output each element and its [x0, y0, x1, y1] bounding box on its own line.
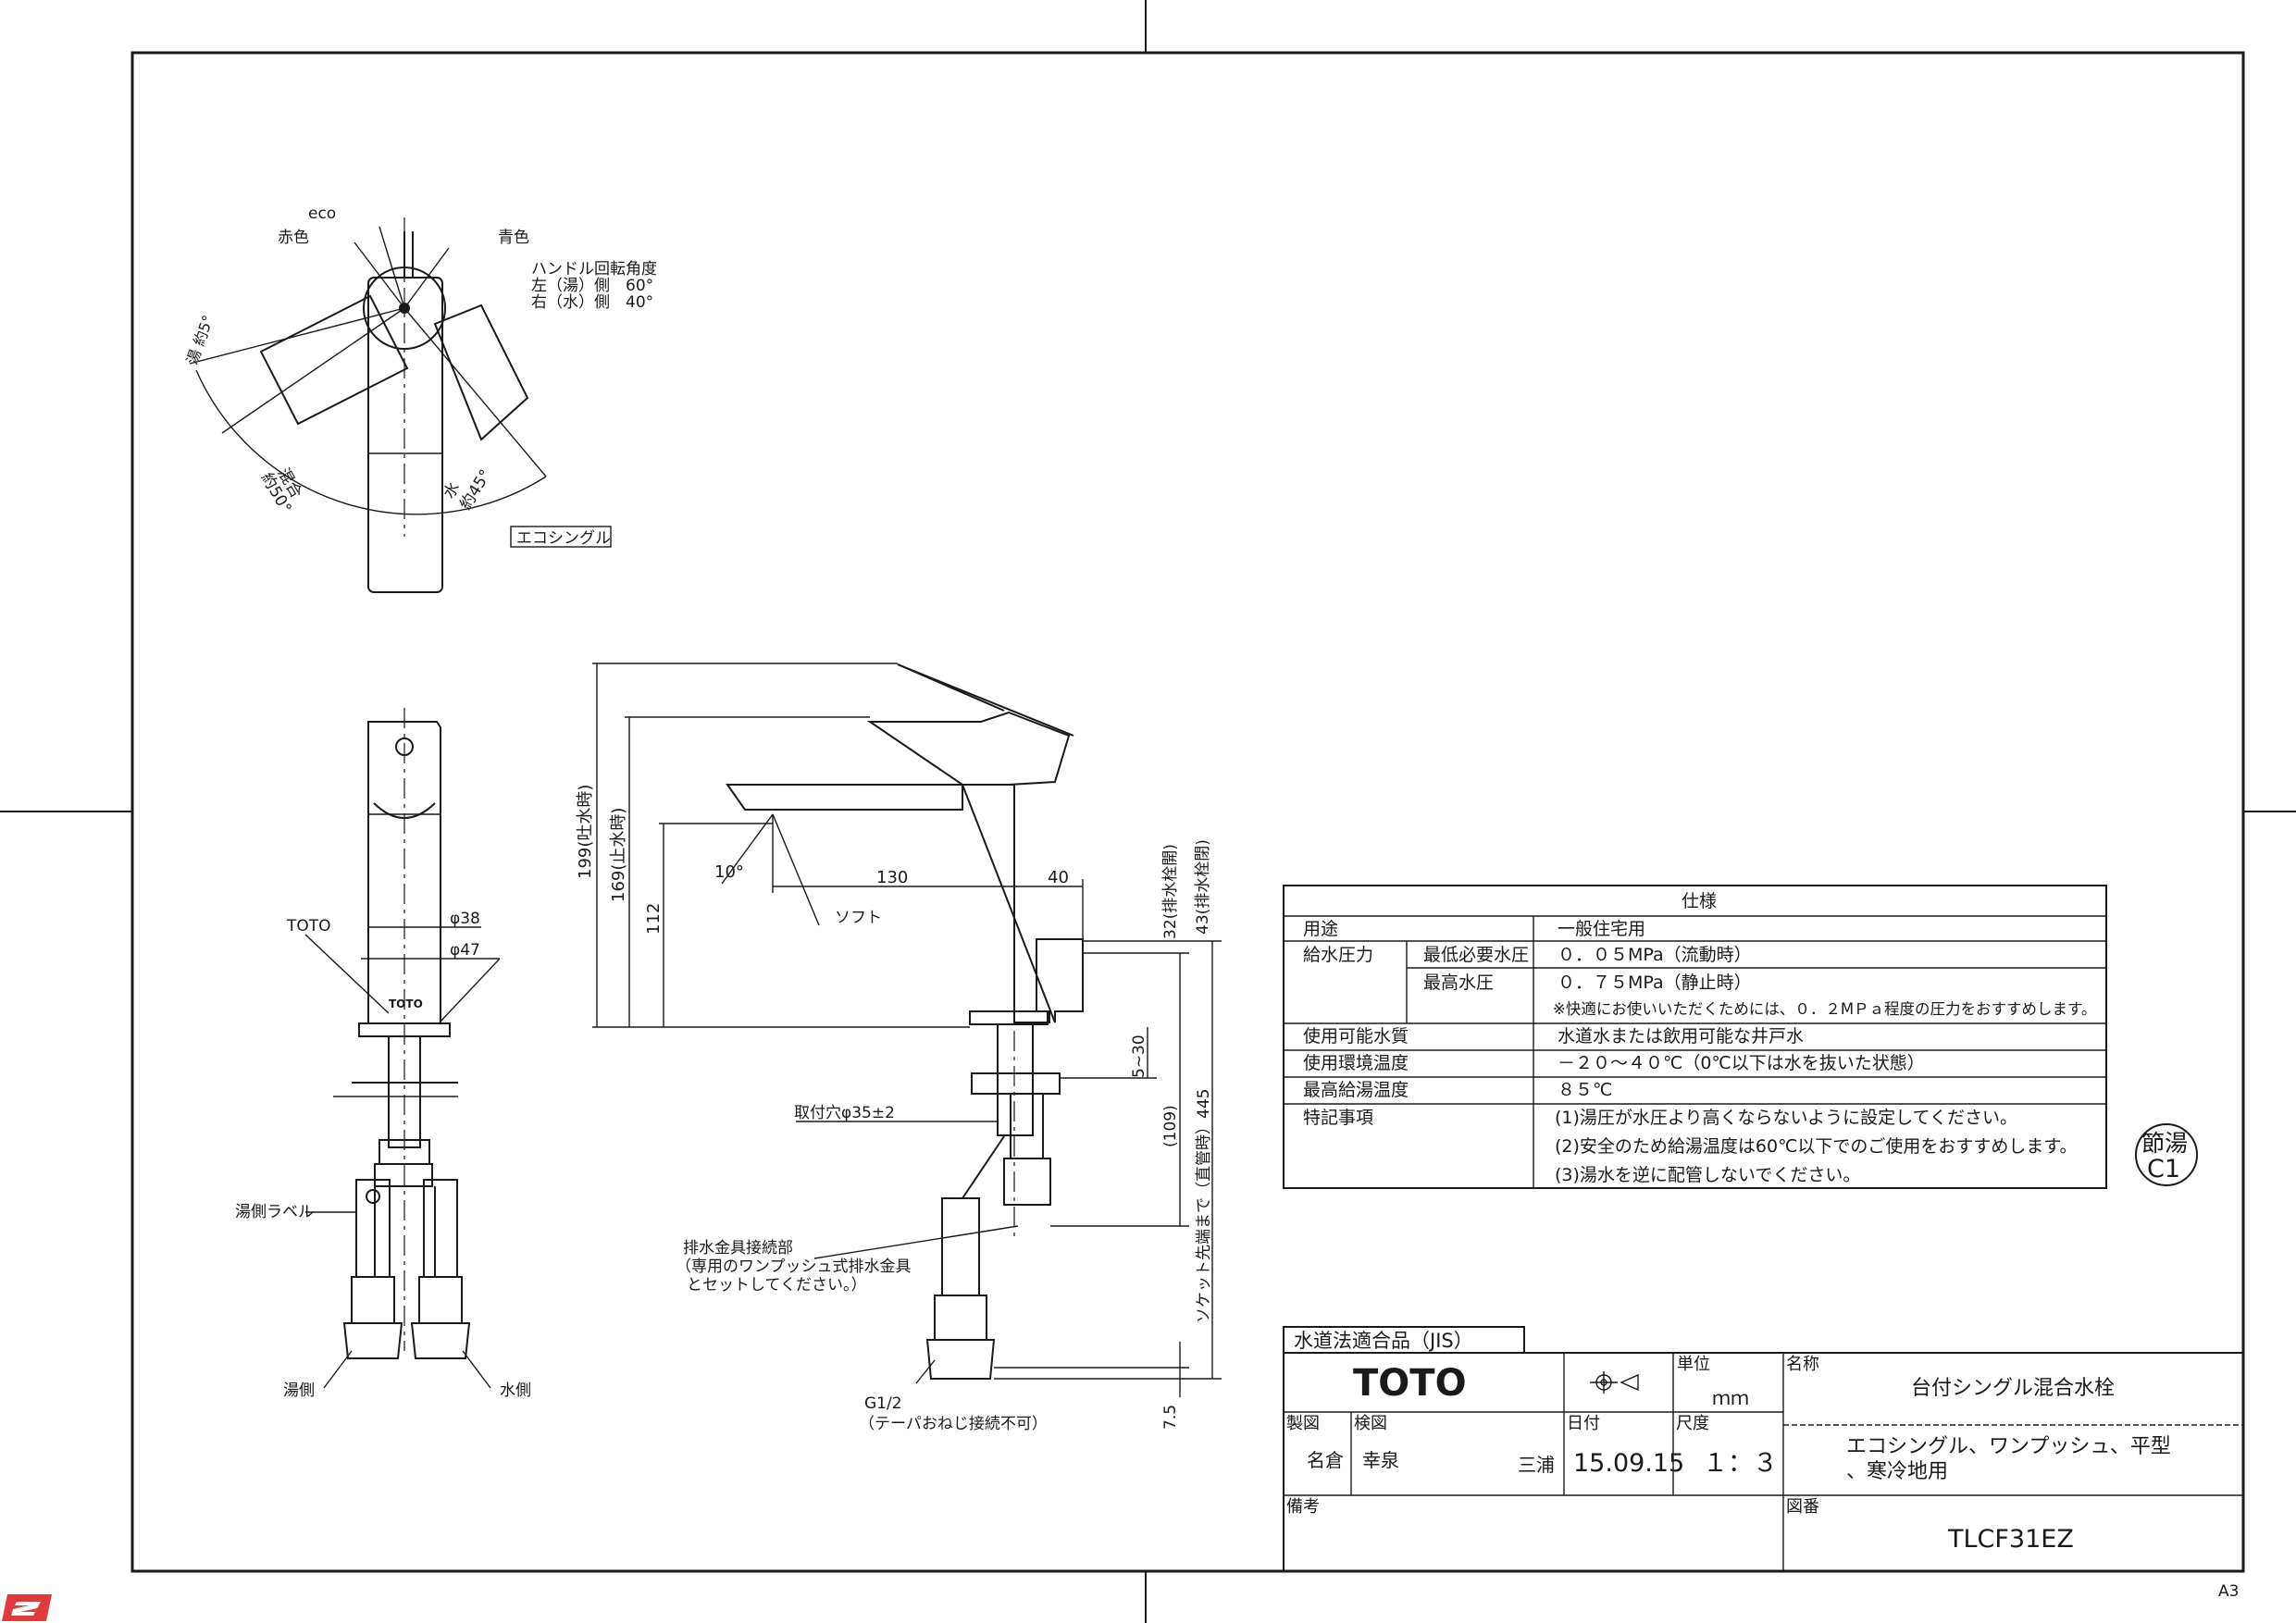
corner-logo-icon — [2, 1594, 52, 1621]
rotation-title: ハンドル回転角度 — [531, 260, 657, 279]
eco-label: eco — [308, 204, 336, 223]
spec-row-value: (3)湯水を逆に配管しないでください。 — [1555, 1165, 1860, 1185]
front-logo: TOTO — [389, 997, 423, 1010]
scale-value: １：３ — [1703, 1449, 1778, 1478]
paper-size-label: A3 — [2218, 1582, 2239, 1601]
dim-130-label: 130 — [876, 868, 908, 887]
toto-callout: TOTO — [286, 917, 331, 935]
rotation-right: 右（水）側 40° — [531, 293, 653, 312]
unit-value: ｍｍ — [1712, 1387, 1749, 1409]
water-saving-stamp: 節湯 C1 — [2135, 1123, 2198, 1186]
dim-5-30-label: 5~30 — [1130, 1035, 1148, 1078]
spec-row-value: (2)安全のため給湯温度は60℃以下でのご使用をおすすめします。 — [1555, 1136, 2078, 1157]
red-label: 赤色 — [278, 229, 309, 247]
drawn-label: 製図 — [1286, 1414, 1320, 1433]
checked-label: 検図 — [1354, 1414, 1387, 1433]
top-view: eco 赤色 青色 ハンドル回転角度 左（湯）側 60° 右（水）側 40° 湯… — [183, 204, 657, 593]
drain-note-2: とセットしてください。） — [687, 1276, 866, 1295]
spec-row-value: (1)湯圧が水圧より高くならないように設定してください。 — [1555, 1108, 2017, 1128]
spec-row-value: 水道水または飲用可能な井戸水 — [1558, 1026, 1804, 1047]
drawn-value: 名倉 — [1307, 1449, 1344, 1471]
drawing-border — [130, 51, 2245, 1573]
water-side-label: 水側 — [500, 1381, 531, 1400]
dim-169-label: 169(止水時) — [609, 808, 628, 902]
dim-112-label: 112 — [644, 903, 664, 935]
projection-symbol-icon — [1590, 1371, 1639, 1394]
angle-10-label: 10° — [714, 862, 744, 882]
unit-label: 単位 — [1677, 1355, 1710, 1374]
drain-title: 排水金具接続部 — [683, 1239, 793, 1258]
date-label: 日付 — [1567, 1414, 1600, 1433]
approved-value: 三浦 — [1518, 1454, 1555, 1476]
drawing-number-label: 図番 — [1786, 1497, 1819, 1517]
spec-row-sublabel: 最低必要水圧 — [1423, 945, 1529, 965]
spec-row-label: 特記事項 — [1303, 1108, 1373, 1128]
scale-label: 尺度 — [1676, 1414, 1709, 1433]
soft-label: ソフト — [835, 909, 882, 927]
hot-angle-label: 湯 約5° — [183, 313, 217, 366]
dia47-label: φ47 — [450, 941, 480, 960]
date-value: 15.09.15 — [1573, 1449, 1684, 1478]
title-block: 水道法適合品（JIS） TOTO 単位 ｍｍ 名称 台付シングル混合水栓 製図 … — [1283, 1326, 2244, 1572]
eco-single-label: エコシングル — [516, 529, 611, 548]
dim-109-label: (109) — [1161, 1105, 1180, 1147]
dim-43-label: 43(排水栓閉) — [1194, 839, 1212, 935]
spec-row-label: 用途 — [1303, 919, 1338, 939]
hot-side-label: 湯側 — [283, 1381, 315, 1400]
spec-row-label: 使用可能水質 — [1303, 1026, 1409, 1047]
hot-label-callout: 湯側ラベル — [235, 1203, 314, 1221]
drawing-number-value: TLCF31EZ — [1947, 1525, 2074, 1554]
name-value: 台付シングル混合水栓 — [1911, 1377, 2115, 1400]
spec-row-value: －２０～４０℃（0℃以下は水を抜いた状態） — [1558, 1053, 1925, 1073]
spec-title: 仕様 — [1682, 891, 1717, 911]
description-line-1: エコシングル、ワンプッシュ、平型 — [1846, 1435, 2171, 1458]
spec-row-label: 給水圧力 — [1303, 945, 1373, 965]
mount-hole-label: 取付穴φ35±2 — [794, 1104, 895, 1122]
rotation-left: 左（湯）側 60° — [531, 277, 653, 295]
side-view: 199(吐水時) 169(止水時) 112 10° 130 40 ソフト 32(… — [576, 663, 1222, 1433]
description-line-2: 、寒冷地用 — [1846, 1460, 1948, 1483]
spec-row-value: 一般住宅用 — [1558, 919, 1645, 939]
dim-445-label: ソケット先端まで（直管時）445 — [1195, 1089, 1213, 1323]
thread-note: （テーパおねじ接続不可） — [859, 1415, 1048, 1433]
spec-row-label: 最高給湯温度 — [1303, 1080, 1409, 1100]
brand-logo: TOTO — [1353, 1362, 1467, 1405]
thread-label: G1/2 — [864, 1394, 902, 1413]
dim-7-5-label: 7.5 — [1161, 1405, 1180, 1430]
spec-row-value: ８５℃ — [1558, 1080, 1612, 1100]
front-view: TOTO TOTO φ38 φ47 湯側ラベル 湯側 水側 — [235, 708, 531, 1400]
stamp-line-1: 節湯 — [2141, 1130, 2188, 1157]
stamp-line-2: C1 — [2147, 1155, 2180, 1183]
blue-label: 青色 — [498, 229, 529, 247]
dim-40-label: 40 — [1048, 868, 1069, 887]
spec-row-value: ０．７５MPa（静止時） — [1558, 973, 1752, 993]
name-label: 名称 — [1786, 1355, 1819, 1374]
dim-32-label: 32(排水栓開) — [1161, 844, 1180, 939]
dia38-label: φ38 — [450, 910, 480, 928]
spec-row-note: ※快適にお使いいただくためには、０．２MＰａ程度の圧力をおすすめします。 — [1553, 1000, 2096, 1018]
drain-note-1: （専用のワンプッシュ式排水金具 — [676, 1258, 912, 1276]
dim-199-label: 199(吐水時) — [576, 785, 595, 879]
jis-label: 水道法適合品（JIS） — [1294, 1330, 1473, 1352]
checked-value: 幸泉 — [1362, 1449, 1399, 1471]
spec-table: 仕様 用途 一般住宅用 給水圧力 最低必要水圧 ０．０５MPa（流動時） 最高水… — [1283, 885, 2107, 1189]
spec-row-sublabel: 最高水圧 — [1423, 973, 1494, 993]
spec-row-label: 使用環境温度 — [1303, 1053, 1409, 1073]
spec-row-value: ０．０５MPa（流動時） — [1558, 945, 1752, 965]
remarks-label: 備考 — [1286, 1497, 1320, 1517]
